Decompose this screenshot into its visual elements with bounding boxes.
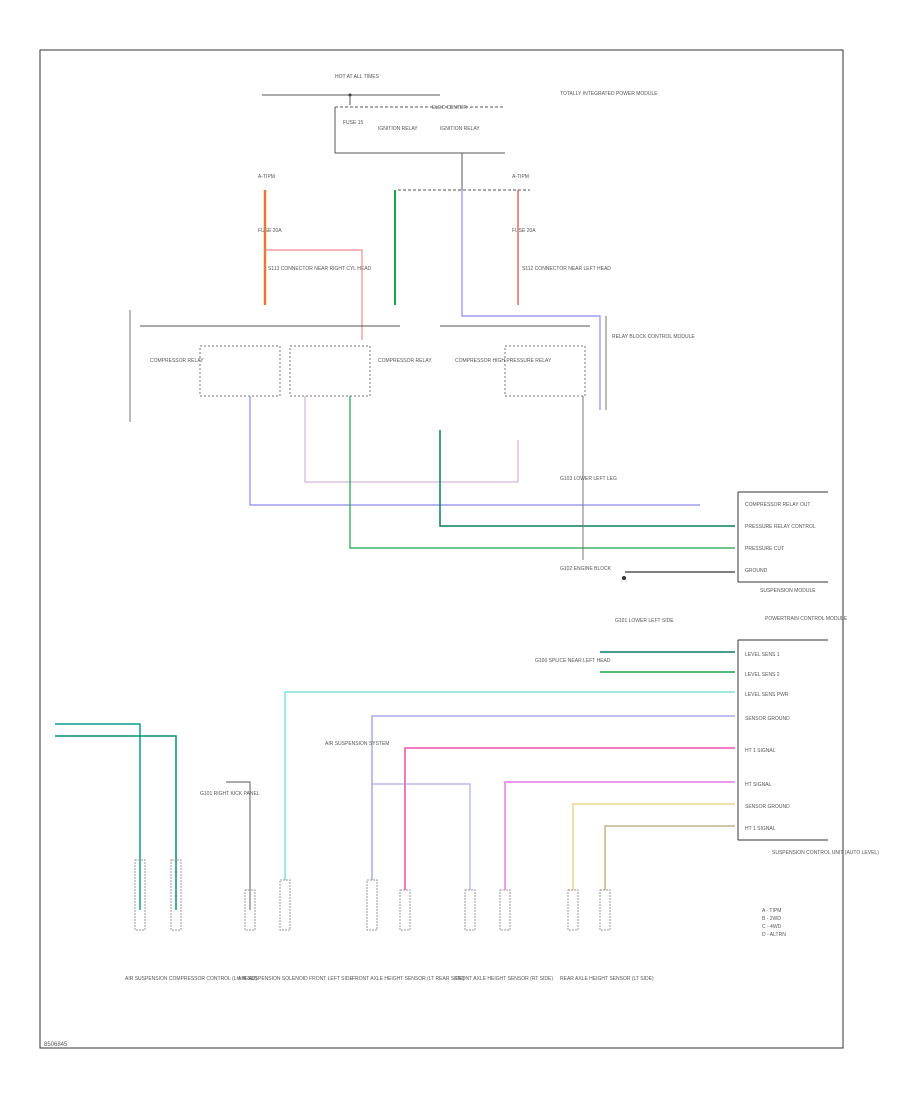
relay-right-box [504,345,586,397]
ground-low2-label: G101 LOWER LEFT SIDE [615,618,674,624]
totally-integrated-label: TOTALLY INTEGRATED POWER MODULE [560,91,658,97]
pin-bottom-3: SENSOR GROUND [745,716,790,722]
splice-right-label: S112 CONNECTOR NEAR LEFT HEAD [522,266,611,272]
connector-5 [366,879,378,931]
relay-mid-box [289,345,371,397]
ground-mid-label: G103 LOWER LEFT LEG [560,476,617,482]
connector-6 [399,889,411,931]
teal-wire-left-b [55,735,177,910]
fuse-left-label: FUSE 20A [258,228,282,234]
connector-3 [244,889,256,931]
relay-block-label: RELAY BLOCK CONTROL MODULE [612,334,695,340]
splice-left-label: S113 CONNECTOR NEAR RIGHT CYL HEAD [268,266,372,272]
ground-splice-label: G100 SPLICE NEAR LEFT HEAD [535,658,611,664]
hot-at-all-times-label: HOT AT ALL TIMES [335,74,380,80]
pin-bottom-6: SENSOR GROUND [745,804,790,810]
purple-wire [371,715,735,880]
red-feed-wire [265,249,363,340]
suspension-module-label: SUSPENSION CONTROL UNIT (AUTO LEVEL) [772,850,879,856]
magenta-wire-b [504,781,735,890]
connector-10 [599,889,611,931]
teal-wire-left-a [55,723,141,910]
ground-low-label: G102 ENGINE BLOCK [560,566,612,572]
air-suspension-label: AIR SUSPENSION SYSTEM [325,741,389,747]
tan-wire [604,825,735,890]
ground-node [622,576,626,580]
connector-2 [170,859,182,931]
fuse-right-label: FUSE 20A [512,228,536,234]
pin-bottom-0: LEVEL SENS 1 [745,652,780,658]
module-top-label: SUSPENSION MODULE [760,588,816,594]
legend-0: A - TIPM [762,908,781,914]
pink-wire-relay [304,396,519,483]
footer-code: 8506845 [44,1042,68,1048]
connector-8 [499,889,511,931]
sensor-1: AIR SUSPENSION SOLENOID FRONT LEFT SIDE [238,976,354,982]
pin-bottom-2: LEVEL SENS PWR [745,692,789,698]
pin-top-0: COMPRESSOR RELAY OUT [745,502,810,508]
gray-wire-left [226,781,251,910]
legend-2: C - 4WD [762,924,782,930]
pin-top-1: PRESSURE RELAY CONTROL [745,524,816,530]
relay-right-label: COMPRESSOR HIGH PRESSURE RELAY [455,358,552,364]
pin-bottom-7: HT 1 SIGNAL [745,826,776,832]
connector-4 [279,879,291,931]
pin-top-3: GROUND [745,568,768,574]
a-tipm-left-label: A-TIPM [258,174,275,180]
sensor-4: REAR AXLE HEIGHT SENSOR (LT SIDE) [560,976,654,982]
connector-9 [567,889,579,931]
box-title-label: ELEC CENTER [432,105,467,111]
green-wire-relay-b [439,430,735,527]
green-wire-relay-a [349,396,735,549]
relay-left-box [199,345,281,397]
gray-blue-wire [372,783,471,890]
pin-bottom-1: LEVEL SENS 2 [745,672,780,678]
relay-left-label: COMPRESSOR RELAY [150,358,204,364]
diagram-frame [39,49,844,1049]
blue-wire-top [461,190,601,410]
sensor-3: FRONT AXLE HEIGHT SENSOR (RT SIDE) [455,976,553,982]
sensor-0: AIR SUSPENSION COMPRESSOR CONTROL (LH HE… [125,976,257,982]
legend-3: D - ALTRN [762,932,786,938]
pin-bottom-5: HT SIGNAL [745,782,772,788]
pin-top-2: PRESSURE CUT [745,546,784,552]
pin-bottom-4: HT 1 SIGNAL [745,748,776,754]
relay-mid-label: COMPRESSOR RELAY [378,358,432,364]
connector-7 [464,889,476,931]
connector-1 [134,859,146,931]
legend-1: B - 2WD [762,916,781,922]
fuse-top-label: FUSE 15 [343,120,364,126]
tipm-inner-b: IGNITION RELAY [440,126,480,132]
blue-wire-relay [249,396,700,506]
module-bottom-label: POWERTRAIN CONTROL MODULE [765,616,848,622]
a-tipm-right-label: A-TIPM [512,174,529,180]
sensor-2: FRONT AXLE HEIGHT SENSOR (LT REAR SIDE) [352,976,464,982]
yellow-wire [572,803,735,890]
magenta-wire-a [404,747,735,890]
ground-left-label: G101 RIGHT KICK PANEL [200,791,260,797]
cyan-wire [284,691,735,880]
tipm-inner-a: IGNITION RELAY [378,126,418,132]
